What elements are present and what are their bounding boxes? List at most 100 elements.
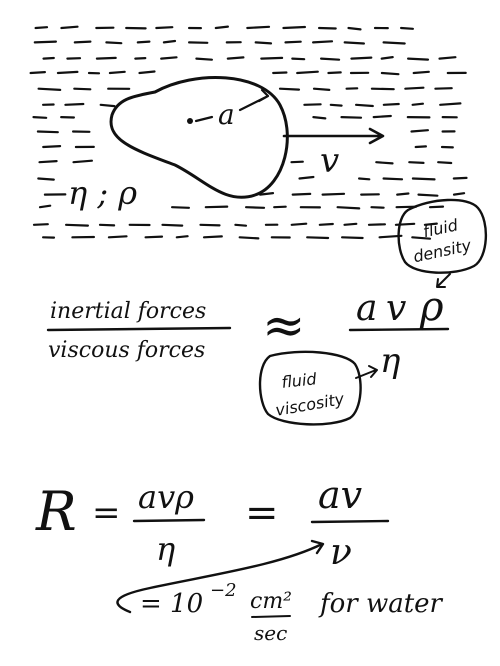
fluid-dash [199,223,221,227]
fluid-dash [259,192,275,196]
radius-arrow [238,88,270,112]
fluid-dash [428,205,445,209]
fluid-dash [105,41,123,45]
fluid-dash [404,86,425,90]
frac1-denominator: η [156,530,175,568]
fluid-dash [411,177,436,181]
fluid-dash [412,70,430,75]
fluid-dash [260,56,284,60]
fluid-dash [375,161,394,165]
fluid-dash [382,41,406,45]
body-center-dot [187,118,193,124]
fluid-dash [245,206,266,209]
fluid-dash [329,103,343,107]
fluid-dash [38,204,52,209]
fluid-dash [171,206,190,209]
velocity-arrow [282,127,385,145]
fluid-dash [155,26,174,30]
fluid-dash [214,25,229,30]
fluid-dash [108,70,126,75]
fluid-dash [434,87,453,90]
fluid-dash [336,206,361,210]
viscosity-label-line2: viscosity [274,389,346,420]
fluid-dash [56,70,79,75]
fluid-dash [341,236,364,240]
fluid-dash [161,223,184,227]
fluid-dash [42,145,62,149]
fluid-dash [134,57,147,60]
fluid-dash [423,222,438,226]
fluid-dash [298,175,315,180]
fluid-dash [411,102,424,106]
fluid-dash [73,87,92,91]
fluid-dash [29,71,46,75]
fluid-dash [411,236,432,240]
fluid-dash [33,40,57,44]
rhs-denominator: η [380,341,401,381]
frac2-denominator: ν [330,532,352,573]
fluid-dash [408,161,425,164]
fluid-dash [380,56,394,60]
note-prefix: = 10 [140,589,203,619]
fluid-dash [370,206,385,209]
rhs-fraction-bar [348,327,450,332]
fluid-dash [272,71,288,75]
note-exponent: −2 [210,580,237,601]
fluid-dash [32,116,48,119]
rhs-numerator-a: a [356,288,377,329]
fluid-dash [32,223,49,226]
density-bubble [397,198,488,274]
fluid-dash [290,160,304,164]
fluid-dash [296,70,319,75]
radius-line [194,115,214,123]
fluid-dash [417,193,439,197]
fluid-dash [367,223,386,226]
fluid-dash [343,41,365,45]
note-unit-denominator: sec [254,621,287,645]
fluid-dash [291,57,306,61]
fluid-dash [358,177,371,181]
fluid-dash [95,56,117,60]
fluid-dash [438,56,457,60]
fluid-dash [291,192,312,196]
fluid-dash [372,114,392,119]
fluid-dash [98,223,116,227]
fluid-dash [234,223,248,227]
fluid-dash [144,235,164,239]
fluid-dash [38,160,58,164]
fluid-dash [340,116,363,119]
ratio-numerator: inertial forces [50,299,206,324]
fluid-dash [204,205,229,209]
fluid-dash [138,70,156,75]
fluid-dash [382,177,404,181]
fluid-dash [400,26,414,30]
ratio-denominator: viscous forces [48,338,205,363]
fluid-dash [327,71,342,75]
reynolds-equals: = [92,493,121,533]
fluid-dash [64,102,85,106]
fluid-dash [282,25,306,30]
fluid-dash [380,71,400,76]
fluid-dash [414,145,427,149]
fluid-dash [355,103,374,108]
fluid-dash [36,130,59,134]
fluid-dash [396,192,410,196]
viscosity-label-line1: fluid [281,369,319,392]
fluid-dash [306,236,330,240]
fluid-dash [382,102,400,106]
body-outline [109,76,289,199]
fluid-dash [136,40,151,44]
approx-symbol: ≈ [262,296,306,356]
note-suffix: for water [318,589,444,619]
fluid-dash [347,26,362,31]
velocity-label: v [320,141,339,181]
fluid-dash [175,235,189,239]
frac2-bar [310,519,390,524]
ratio-fraction-bar [46,326,232,332]
fluid-dash [162,39,177,44]
reynolds-equals-2: = [245,490,279,536]
fluid-dash [343,222,358,226]
fluid-properties-label: η ; ρ [68,174,137,212]
